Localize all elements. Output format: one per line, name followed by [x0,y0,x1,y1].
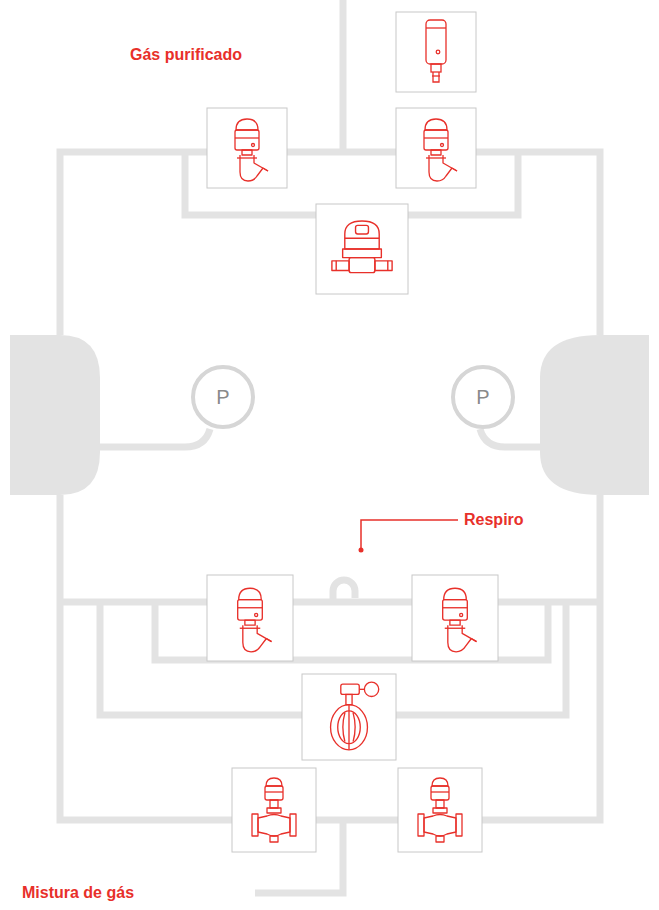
gauge-circle: P [443,365,523,429]
gauge-letter: P [443,365,523,429]
pipe-label: Gás purificado [130,46,242,64]
gauge-circle: P [183,365,263,429]
pipe-label: Mistura de gás [22,884,134,902]
pipe-label: Respiro [464,511,524,529]
gauge-letter: P [183,365,263,429]
